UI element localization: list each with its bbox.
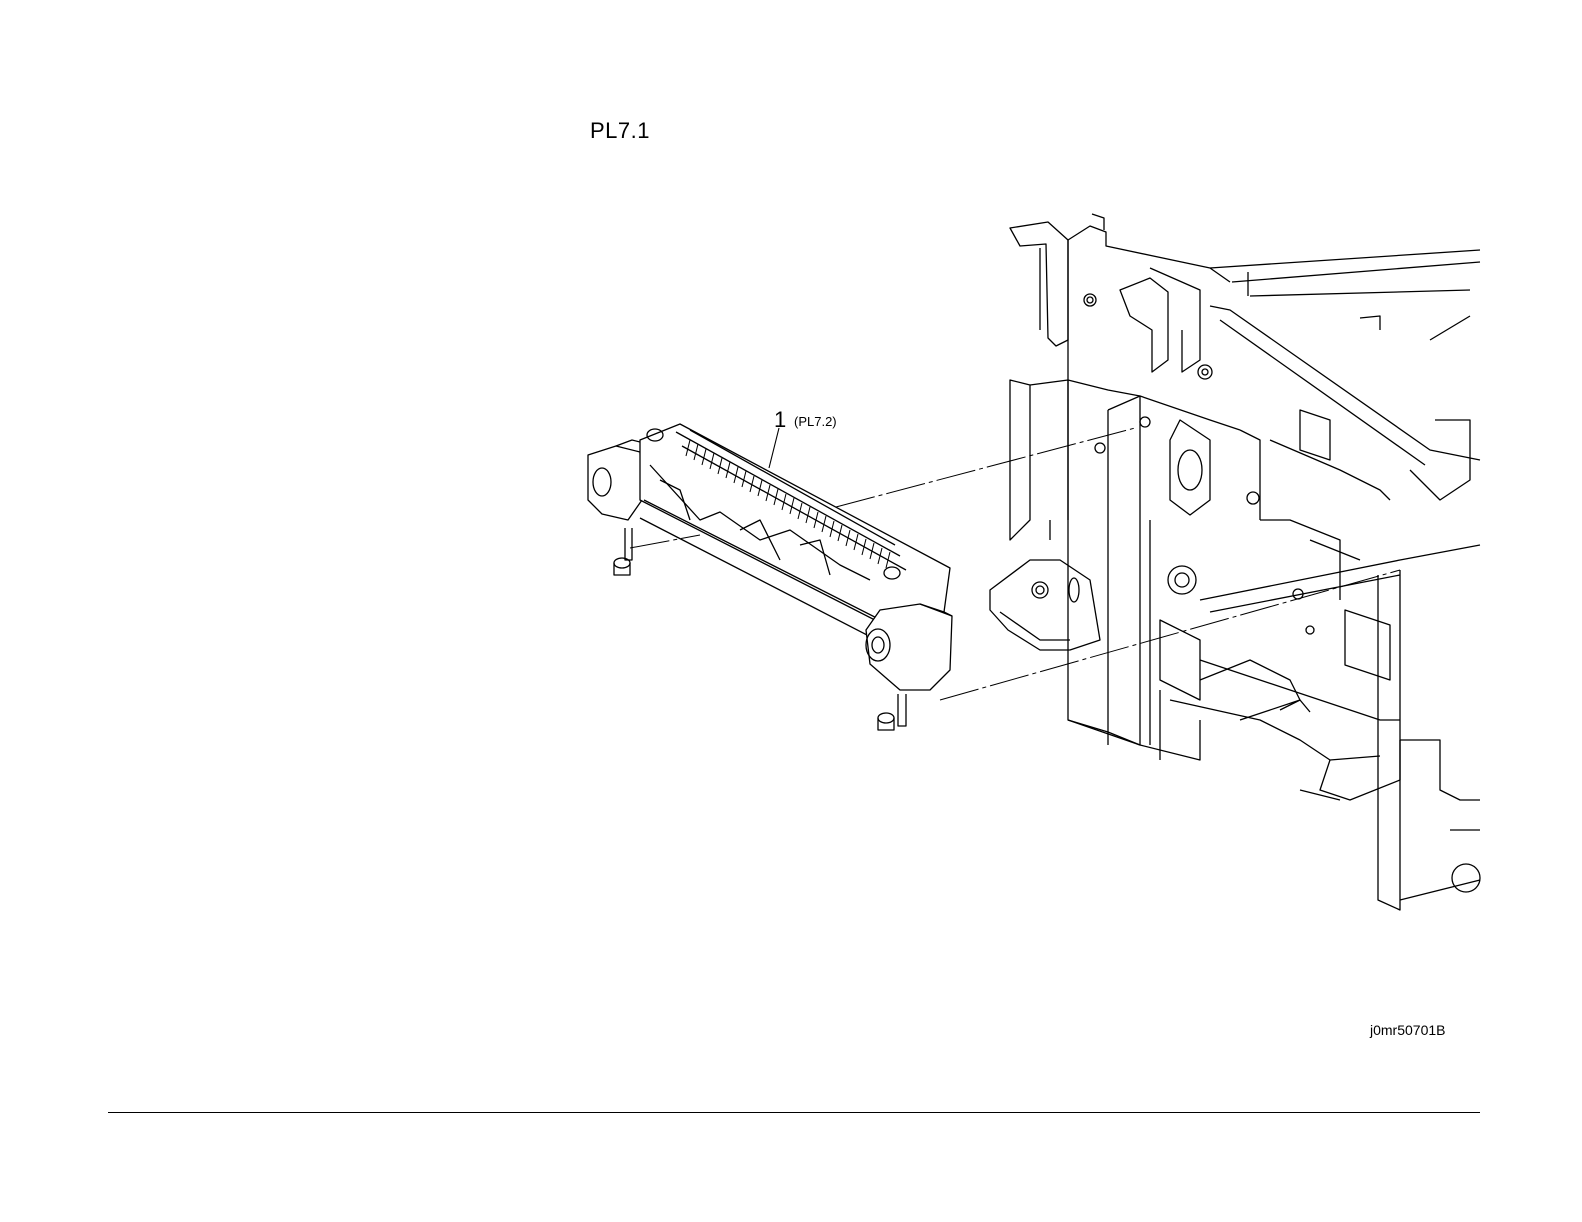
callout-number: 1 [774, 407, 786, 432]
callout-leader-line [769, 428, 779, 468]
printer-frame [990, 214, 1480, 910]
footer-rule [108, 1112, 1480, 1113]
callout-reference: (PL7.2) [794, 414, 837, 429]
figure-id: j0mr50701B [1370, 1022, 1446, 1038]
fuser-assembly [588, 424, 952, 730]
